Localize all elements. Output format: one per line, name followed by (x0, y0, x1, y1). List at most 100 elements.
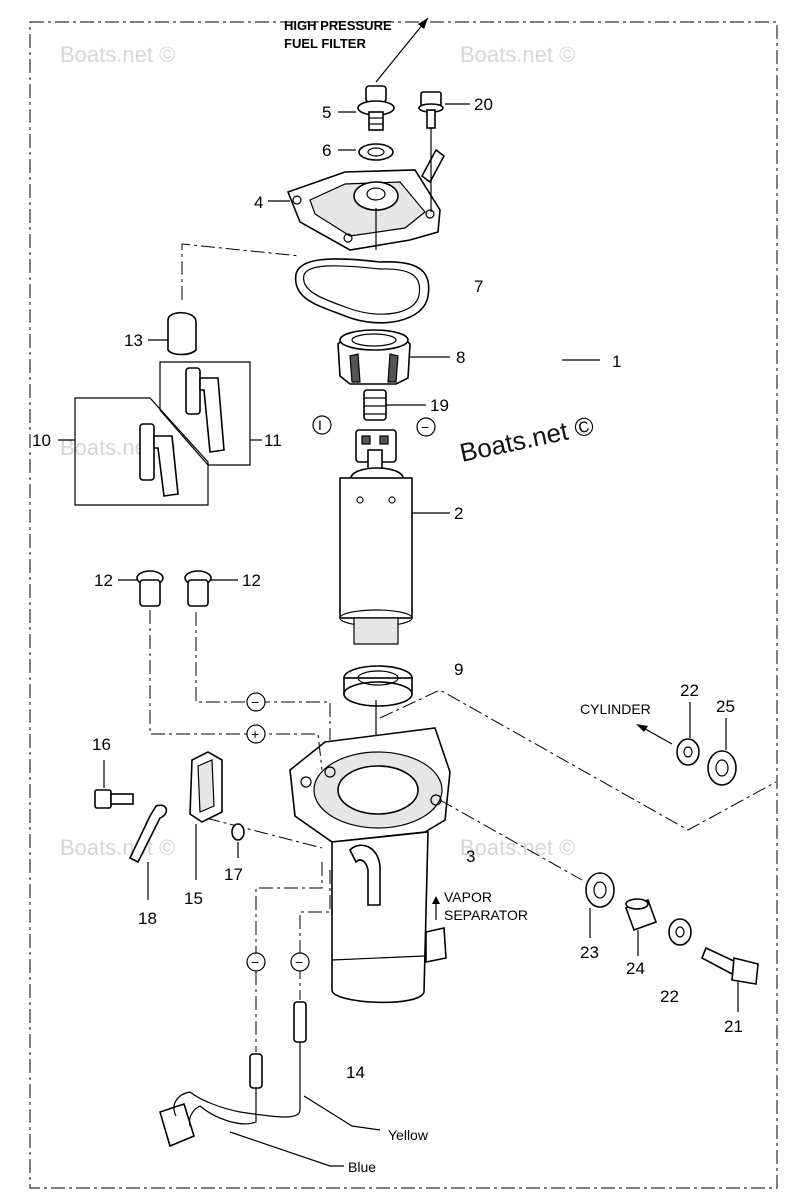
svg-text:−: − (251, 694, 259, 710)
harness-dash-right (299, 870, 331, 1000)
polarity-minus-symbol-1: − (246, 692, 266, 712)
part-number-25: 25 (716, 697, 735, 716)
minus-wire-line (195, 612, 331, 740)
high-pressure-arrow (375, 17, 429, 83)
part-6-ring (358, 143, 394, 161)
part-18-lead (128, 804, 168, 864)
part-14-harness (159, 1001, 307, 1148)
part-12-fitting-right (184, 570, 212, 607)
part-13-cap (167, 311, 197, 356)
diagram-border (29, 21, 778, 1189)
part-number-9: 9 (454, 660, 463, 679)
part-number-2: 2 (454, 504, 463, 523)
part-10-hose (139, 423, 179, 497)
part-24-collar (624, 898, 658, 932)
part-11-bracket (159, 361, 251, 466)
part-number-24: 24 (626, 959, 645, 978)
high-pressure-label-line2: FUEL FILTER (284, 36, 366, 51)
part-20-bolt (418, 91, 444, 129)
polarity-minus-symbol-2: − (246, 952, 266, 972)
svg-text:+: + (251, 726, 259, 742)
part-15-dash-line (205, 817, 323, 849)
part-number-1: 1 (612, 352, 621, 371)
part-number-22-upper: 22 (680, 681, 699, 700)
part-17-washer (231, 823, 245, 841)
high-pressure-label-line1: HIGH PRESSURE (284, 18, 392, 33)
watermark-top-left: Boats.net © (60, 42, 175, 67)
watermark-main: Boats.net © (457, 410, 596, 468)
part-12-fitting-left (136, 570, 164, 607)
part-21-bolt (700, 946, 759, 985)
part-25-grommet (707, 750, 737, 786)
terminal-minus-symbol: − (416, 417, 436, 437)
part-number-13: 13 (124, 331, 143, 350)
part-number-21: 21 (724, 1017, 743, 1036)
part-number-17: 17 (224, 865, 243, 884)
part-10-bracket (74, 397, 209, 506)
part-16-screw (94, 789, 134, 809)
part-9-seal-inner (357, 670, 399, 686)
part-number-12-left: 12 (94, 571, 113, 590)
part-number-18: 18 (138, 909, 157, 928)
svg-text:I: I (318, 417, 322, 433)
part-number-16: 16 (92, 735, 111, 754)
part-number-5: 5 (322, 103, 331, 122)
svg-text:−: − (251, 954, 259, 970)
part-number-11: 11 (264, 431, 282, 450)
part-7-gasket (294, 258, 430, 324)
polarity-minus-symbol-3: − (290, 952, 310, 972)
part-2-fuel-pump (339, 429, 413, 645)
part-number-23: 23 (580, 943, 599, 962)
part-23-grommet (585, 872, 615, 908)
svg-text:−: − (295, 954, 303, 970)
part-number-7: 7 (474, 277, 483, 296)
yellow-wire-leader (303, 1095, 381, 1131)
part-number-10: 10 (32, 431, 51, 450)
blue-wire-leader (229, 1131, 344, 1167)
part-number-15: 15 (184, 889, 203, 908)
part-number-22-lower: 22 (660, 987, 679, 1006)
part-7-gasket-inner (303, 265, 421, 315)
part-23-dash-line (439, 799, 583, 881)
plus-wire-line (149, 610, 323, 771)
terminal-plus-symbol: I (312, 415, 332, 435)
svg-text:−: − (421, 419, 429, 435)
cylinder-dash-line (379, 689, 777, 831)
watermark-bottom-right: Boats.net © (460, 835, 575, 860)
part-number-6: 6 (322, 141, 331, 160)
cylinder-label: CYLINDER (580, 701, 651, 717)
part-19-filter (363, 389, 387, 421)
harness-dash-left (255, 862, 323, 1052)
vapor-arrow-head (432, 896, 440, 904)
part-11-hose (185, 367, 225, 453)
part-4-cover (286, 148, 446, 251)
part-13-dash-line (181, 243, 301, 300)
high-pressure-arrow-head (418, 18, 428, 29)
part-22-washer-upper-hole (683, 746, 693, 758)
part-number-8: 8 (456, 348, 465, 367)
part-22-washer-lower-hole (675, 926, 685, 938)
polarity-plus-symbol: + (246, 724, 266, 744)
part-22-washer-lower (668, 918, 692, 946)
blue-wire-label: Blue (348, 1159, 376, 1175)
part-8-ring (337, 329, 411, 385)
part-number-20: 20 (474, 95, 493, 114)
vapor-label-line2: SEPARATOR (444, 907, 528, 923)
part-5-fitting (357, 85, 395, 131)
watermark-bottom-left: Boats.net © (60, 835, 175, 860)
vapor-label-line1: VAPOR (444, 889, 492, 905)
part-15-clip (189, 751, 223, 823)
watermark-top-right: Boats.net © (460, 42, 575, 67)
part-number-19: 19 (430, 396, 449, 415)
part-number-12-right: 12 (242, 571, 261, 590)
part-number-14: 14 (346, 1063, 365, 1082)
part-9-seal-bottom (343, 681, 413, 707)
part-6-ring-inner (367, 147, 385, 157)
part-number-3: 3 (466, 847, 475, 866)
part-3-housing (289, 727, 451, 1004)
yellow-wire-label: Yellow (388, 1127, 429, 1143)
cylinder-arrow-head (636, 724, 648, 732)
part-number-4: 4 (254, 193, 263, 212)
part-22-washer-upper (676, 738, 700, 766)
